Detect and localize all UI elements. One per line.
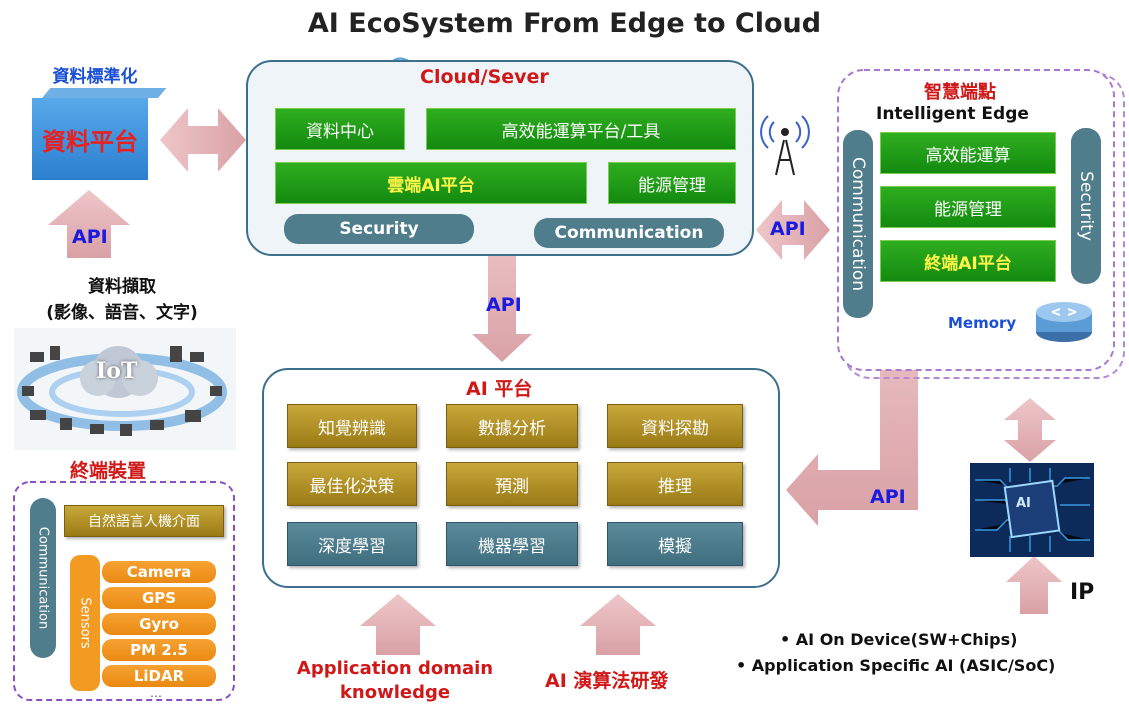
data-mining-box: 資料探勘 [607,404,743,448]
ingest-line2: (影像、語音、文字) [46,303,198,323]
page-title: AI EcoSystem From Edge to Cloud [307,8,822,39]
edge-ai-platform-box: 終端AI平台 [880,240,1056,282]
iot-label: IoT [96,358,138,384]
api-label-cloud: API [486,294,522,316]
terminal-communication-bar: Communication [30,498,56,658]
terminal-communication-label: Communication [35,526,51,630]
cloud-ai-arrow [472,218,532,362]
edge-security-bar: Security [1071,128,1101,284]
bullet-1: • AI On Device(SW+Chips) [780,630,1018,649]
domain-up-arrow [360,594,436,655]
chip-label: AI [1016,496,1031,511]
perception-box: 知覺辨識 [287,404,417,448]
sensor-gyro: Gyro [102,613,216,635]
antenna-icon [760,115,810,176]
cloud-communication-pill: Communication [534,218,724,248]
simulation-box: 模擬 [607,522,743,566]
api-label-data: API [72,226,108,248]
sensor-lidar: LiDAR [102,665,216,687]
domain-knowledge-line2: knowledge [339,682,451,703]
cloud-ai-platform-box: 雲端AI平台 [275,162,587,204]
ip-label: IP [1070,580,1095,605]
sensors-label: Sensors [77,597,93,649]
prediction-box: 預測 [446,462,578,506]
data-platform-cube: 資料平台 [32,88,167,180]
ip-up-arrow [1006,556,1062,614]
nlp-interface-box: 自然語言人機介面 [64,505,224,537]
sensor-gps: GPS [102,587,216,609]
ai-chip-image [970,463,1094,557]
terminal-heading: 終端裝置 [70,460,147,482]
api-label-edge: API [770,218,806,240]
sensor-pm25: PM 2.5 [102,639,216,661]
algorithm-rd-label: AI 演算法研發 [545,670,669,692]
bullet-1-text: AI On Device(SW+Chips) [795,630,1018,649]
cloud-title: Cloud/Sever [420,66,549,88]
sensors-bar: Sensors [70,555,100,691]
api-label-ai: API [870,486,906,508]
api-up-arrow [48,190,130,258]
ai-platform-title: AI 平台 [466,378,533,400]
bullet-2: • Application Specific AI (ASIC/SoC) [736,656,1056,675]
algo-up-arrow [580,594,656,655]
hpc-tools-box: 高效能運算平台/工具 [426,108,736,150]
domain-knowledge-line1: Application domain [296,658,494,679]
optimization-box: 最佳化決策 [287,462,417,506]
edge-title-zh: 智慧端點 [924,82,996,103]
edge-security-label: Security [1076,171,1096,241]
edge-energy-box: 能源管理 [880,186,1056,228]
edge-chip-arrow [1004,398,1056,462]
sensor-camera: Camera [102,561,216,583]
iot-image [14,328,236,450]
bullet-2-text: Application Specific AI (ASIC/SoC) [751,656,1056,675]
router-icon [1036,302,1092,342]
ingest-line1: 資料擷取 [88,277,156,297]
data-standardization-heading: 資料標準化 [52,67,138,87]
edge-communication-bar: Communication [843,130,873,318]
data-analysis-box: 數據分析 [446,404,578,448]
data-center-box: 資料中心 [275,108,405,150]
edge-communication-label: Communication [848,157,868,291]
cloud-security-pill: Security [284,214,474,244]
deep-learning-box: 深度學習 [287,522,417,566]
sensor-more: … [150,686,162,700]
inference-box: 推理 [607,462,743,506]
cloud-energy-box: 能源管理 [608,162,736,204]
edge-title-en: Intelligent Edge [876,104,1029,124]
data-platform-label: 資料平台 [42,127,138,156]
cloud-edge-arrow [756,200,830,260]
machine-learning-box: 機器學習 [446,522,578,566]
platform-cloud-arrow [160,108,246,172]
memory-label: Memory [948,314,1017,332]
edge-hpc-box: 高效能運算 [880,132,1056,174]
